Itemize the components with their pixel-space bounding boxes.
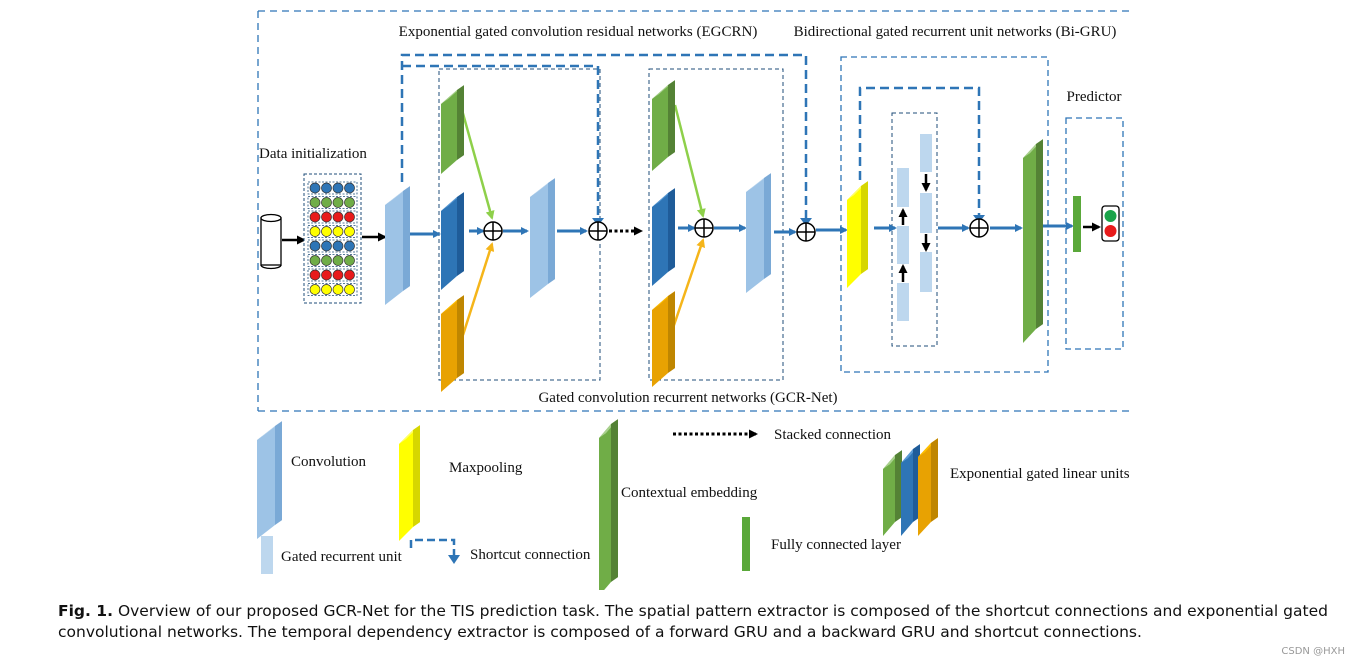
gcrnet-label: Gated convolution recurrent networks (GC… bbox=[538, 390, 837, 406]
figure-label: Fig. 1. bbox=[58, 602, 113, 620]
legend-fc-icon bbox=[742, 517, 750, 571]
sum-node-icon bbox=[969, 218, 989, 238]
shortcut-bigru bbox=[858, 86, 981, 218]
gate-orange-block bbox=[652, 291, 675, 387]
data-init-label: Data initialization bbox=[259, 146, 367, 162]
gate-blue-block bbox=[441, 192, 464, 290]
legend-label-eglu: Exponential gated linear units bbox=[950, 466, 1130, 482]
legend-label-maxpooling: Maxpooling bbox=[449, 460, 523, 476]
legend-maxpooling-icon bbox=[399, 425, 420, 541]
gate-green-block bbox=[652, 80, 675, 171]
input-cylinder bbox=[260, 213, 282, 270]
gru-unit-forward bbox=[897, 283, 909, 321]
legend-gru-icon bbox=[261, 536, 273, 574]
bigru-label: Bidirectional gated recurrent unit netwo… bbox=[794, 24, 1117, 40]
gate-blue-block bbox=[652, 188, 675, 286]
contextual-embedding-block bbox=[1023, 139, 1043, 343]
figure-caption: Fig. 1. Overview of our proposed GCR-Net… bbox=[58, 601, 1328, 643]
bigru-frame bbox=[840, 56, 1049, 373]
sum-node-icon bbox=[796, 222, 816, 242]
legend-convolution-icon bbox=[257, 421, 282, 539]
gru-unit-forward bbox=[897, 226, 909, 264]
legend-shortcut-line bbox=[409, 538, 456, 557]
legend-shortcut-arrow-head bbox=[448, 555, 460, 564]
gate-green-block bbox=[441, 85, 464, 174]
gru-stack-frame bbox=[891, 112, 938, 347]
legend-eglu-icon-orange bbox=[918, 438, 938, 536]
gcrnet-frame bbox=[257, 10, 1130, 412]
gate-arrow-orange bbox=[461, 242, 495, 336]
output-indicator-icon bbox=[1101, 205, 1120, 242]
gate-arrow-green bbox=[460, 109, 495, 220]
caption-text: Overview of our proposed GCR-Net for the… bbox=[58, 602, 1328, 641]
legend-label-contextual-embedding: Contextual embedding bbox=[621, 485, 758, 501]
sum-node-icon bbox=[694, 218, 714, 238]
convolution-block bbox=[746, 173, 771, 293]
shortcut-arrow-head bbox=[800, 218, 812, 226]
convolution-block bbox=[530, 178, 555, 298]
legend-label-shortcut: Shortcut connection bbox=[470, 547, 591, 563]
convolution-block bbox=[385, 186, 410, 305]
legend-contextual-embedding-icon bbox=[599, 419, 618, 590]
egcrn-block-2-frame bbox=[648, 68, 784, 381]
gru-unit-backward bbox=[920, 193, 932, 233]
egcrn-label: Exponential gated convolution residual n… bbox=[399, 24, 758, 40]
watermark: CSDN @HXH bbox=[1281, 646, 1345, 657]
predictor-label: Predictor bbox=[1067, 89, 1122, 105]
legend-label-stacked-connection: Stacked connection bbox=[774, 427, 892, 443]
maxpooling-block bbox=[847, 181, 868, 288]
gru-unit-backward bbox=[920, 252, 932, 292]
legend-label-fc: Fully connected layer bbox=[771, 537, 901, 553]
fully-connected-layer bbox=[1073, 196, 1081, 252]
gru-unit-forward bbox=[897, 168, 909, 207]
sum-node-icon bbox=[588, 221, 608, 241]
gcr-net-diagram: Exponential gated convolution residual n… bbox=[257, 10, 1130, 590]
shortcut-inner bbox=[402, 64, 600, 221]
shortcut-outer bbox=[400, 53, 808, 221]
predictor-frame bbox=[1065, 117, 1124, 350]
legend-label-gru: Gated recurrent unit bbox=[281, 549, 403, 565]
sum-node-icon bbox=[483, 221, 503, 241]
legend-eglu-icon-blue bbox=[901, 444, 920, 536]
data-matrix bbox=[303, 173, 362, 304]
gate-orange-block bbox=[441, 295, 464, 392]
gru-unit-backward bbox=[920, 134, 932, 172]
legend-eglu-icon-green bbox=[883, 450, 902, 536]
gate-arrow-green bbox=[673, 104, 706, 218]
legend-label-convolution: Convolution bbox=[291, 454, 367, 470]
gate-arrow-orange bbox=[671, 238, 706, 329]
